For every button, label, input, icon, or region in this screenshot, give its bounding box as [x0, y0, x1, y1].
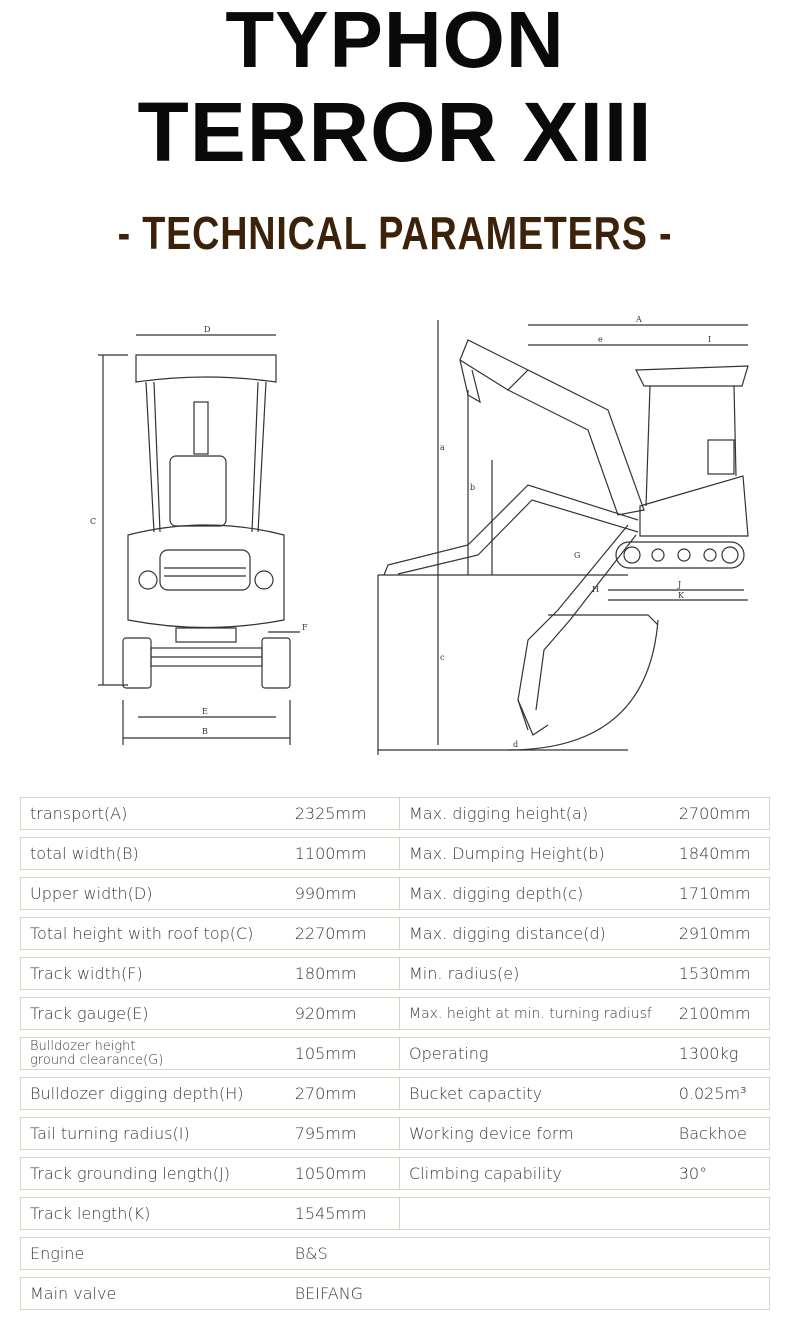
table-row: Engine B&S	[20, 1237, 770, 1270]
empty-cell	[400, 1197, 770, 1230]
spec-value: 920mm	[285, 997, 400, 1030]
product-title-line2: TERROR XIII	[137, 85, 653, 179]
spec-label: Operating	[400, 1037, 670, 1070]
spec-label: transport(A)	[20, 797, 286, 830]
spec-value: 990mm	[285, 877, 400, 910]
spec-label: Upper width(D)	[20, 877, 286, 910]
spec-value: 2270mm	[285, 917, 400, 950]
spec-label: Max. height at min. turning radiusf	[400, 997, 670, 1030]
spec-value: 2910mm	[669, 917, 770, 950]
spec-value: 105mm	[285, 1037, 400, 1070]
table-row: Bulldozer digging depth(H) 270mm Bucket …	[20, 1077, 770, 1110]
table-row: total width(B) 1100mm Max. Dumping Heigh…	[20, 837, 770, 870]
section-subtitle: - TECHNICAL PARAMETERS -	[117, 207, 673, 259]
spec-label: Min. radius(e)	[400, 957, 670, 990]
spec-value: 1545mm	[285, 1197, 400, 1230]
spec-label: Main valve	[20, 1277, 286, 1310]
product-title-line1: TYPHON	[225, 0, 565, 84]
spec-label: Max. digging depth(c)	[400, 877, 670, 910]
spec-value: BEIFANG	[285, 1277, 770, 1310]
spec-label: Working device form	[400, 1117, 670, 1150]
spec-value: Backhoe	[669, 1117, 770, 1150]
label-K: K	[678, 591, 685, 600]
spec-label: Max. digging height(a)	[400, 797, 670, 830]
label-E: E	[202, 707, 208, 716]
spec-value: 1710mm	[669, 877, 770, 910]
spec-value: 1050mm	[285, 1157, 400, 1190]
spec-value: B&S	[285, 1237, 770, 1270]
spec-label: Bulldozer height ground clearance(G)	[20, 1037, 286, 1070]
label-B: B	[202, 727, 208, 736]
label-e: e	[598, 335, 603, 344]
label-c: c	[440, 653, 445, 662]
label-D: D	[204, 325, 210, 334]
spec-label-line2: ground clearance(G)	[30, 1052, 164, 1068]
spec-value: 795mm	[285, 1117, 400, 1150]
spec-label: Track gauge(E)	[20, 997, 286, 1030]
spec-value: 2100mm	[669, 997, 770, 1030]
spec-value: 1300kg	[669, 1037, 770, 1070]
table-row: Track length(K) 1545mm	[20, 1197, 770, 1230]
spec-label: Bulldozer digging depth(H)	[20, 1077, 286, 1110]
table-row: Total height with roof top(C) 2270mm Max…	[20, 917, 770, 950]
spec-label: Track length(K)	[20, 1197, 286, 1230]
spec-label: Track grounding length(J)	[20, 1157, 286, 1190]
label-I: I	[708, 335, 711, 344]
table-row: Bulldozer height ground clearance(G) 105…	[20, 1037, 770, 1070]
spec-value: 180mm	[285, 957, 400, 990]
label-H: H	[592, 585, 599, 594]
spec-label: Max. digging distance(d)	[400, 917, 670, 950]
spec-value: 1530mm	[669, 957, 770, 990]
label-a: a	[440, 443, 445, 452]
table-row: transport(A) 2325mm Max. digging height(…	[20, 797, 770, 830]
label-b: b	[470, 483, 475, 492]
spec-label: Track width(F)	[20, 957, 286, 990]
spec-label: Climbing capability	[400, 1157, 670, 1190]
label-C: C	[90, 517, 96, 526]
table-row: Upper width(D) 990mm Max. digging depth(…	[20, 877, 770, 910]
spec-label: Max. Dumping Height(b)	[400, 837, 670, 870]
side-view-drawing	[377, 320, 749, 755]
spec-value: 2700mm	[669, 797, 770, 830]
spec-label: Total height with roof top(C)	[20, 917, 286, 950]
table-row: Tail turning radius(I) 795mm Working dev…	[20, 1117, 770, 1150]
label-F: F	[302, 623, 308, 632]
spec-value: 1100mm	[285, 837, 400, 870]
spec-label: Tail turning radius(I)	[20, 1117, 286, 1150]
spec-value: 0.025m³	[669, 1077, 770, 1110]
label-d: d	[513, 740, 518, 749]
spec-value: 30°	[669, 1157, 770, 1190]
table-row: Track grounding length(J) 1050mm Climbin…	[20, 1157, 770, 1190]
label-G: G	[574, 551, 580, 560]
label-J: J	[677, 580, 681, 589]
spec-label: Engine	[20, 1237, 286, 1270]
technical-parameters-table: transport(A) 2325mm Max. digging height(…	[20, 790, 770, 1317]
spec-label: Bucket capactity	[400, 1077, 670, 1110]
label-A: A	[635, 315, 642, 324]
spec-label-line1: Bulldozer height	[30, 1038, 136, 1054]
spec-label: total width(B)	[20, 837, 286, 870]
spec-value: 2325mm	[285, 797, 400, 830]
spec-value: 270mm	[285, 1077, 400, 1110]
front-view-drawing	[98, 334, 300, 745]
spec-value: 1840mm	[669, 837, 770, 870]
table-row: Track width(F) 180mm Min. radius(e) 1530…	[20, 957, 770, 990]
table-row: Main valve BEIFANG	[20, 1277, 770, 1310]
table-row: Track gauge(E) 920mm Max. height at min.…	[20, 997, 770, 1030]
excavator-technical-drawing: D C F E B A e I a b c d G H J K	[90, 315, 749, 755]
